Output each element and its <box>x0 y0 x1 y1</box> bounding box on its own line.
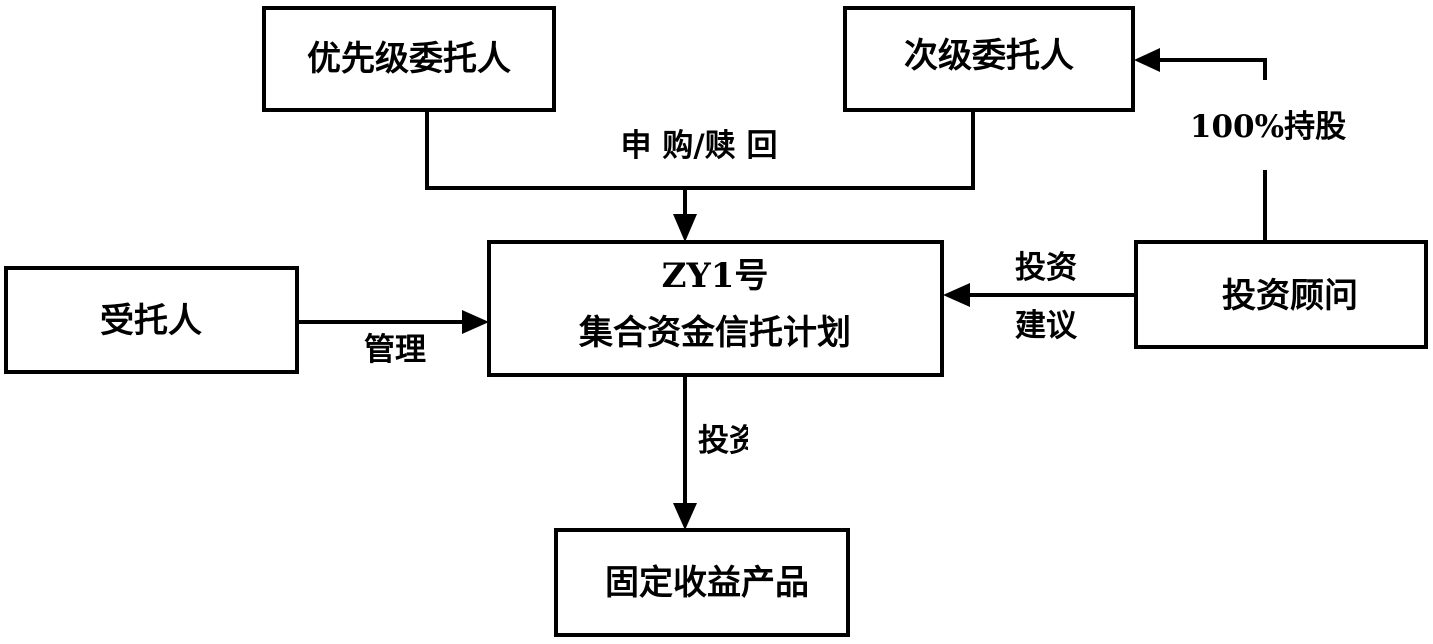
holding-connector-upper <box>1158 58 1267 80</box>
fixed-income-label: 固定收益产品 <box>605 563 809 603</box>
subscribe-connector <box>425 110 975 216</box>
node-trustee: 受托人 <box>4 266 299 374</box>
arrow-into-subordinate-trustor <box>1134 48 1160 72</box>
node-investment-advisor: 投资顾问 <box>1134 240 1428 349</box>
advisor-label: 投资顾问 <box>1222 276 1358 316</box>
advice-label-line2: 建议 <box>1015 308 1078 344</box>
connectors <box>297 58 1267 505</box>
node-fixed-income: 固定收益产品 <box>554 528 850 637</box>
plan-type-label: 集合资金信托计划 <box>578 313 851 353</box>
node-subordinate-trustor: 次级委托人 <box>843 6 1135 112</box>
node-trust-plan: ZY1号 集合资金信托计划 <box>487 240 944 377</box>
priority-trustor-label: 优先级委托人 <box>307 39 511 79</box>
holding-label: 100%持股 <box>1190 109 1346 145</box>
arrow-into-plan-left <box>462 310 489 334</box>
subscribe-redeem-label: 申 购/赎 回 <box>621 128 778 164</box>
advice-label-line1: 投资 <box>1015 250 1077 286</box>
arrowheads <box>462 48 1160 530</box>
invest-label: 投资 <box>698 423 760 459</box>
trustee-label: 受托人 <box>100 301 202 341</box>
subordinate-trustor-label: 次级委托人 <box>904 36 1074 76</box>
node-priority-trustor: 优先级委托人 <box>262 6 556 112</box>
plan-name-label: ZY1号 <box>662 256 769 296</box>
arrow-into-plan-top <box>673 214 697 242</box>
arrow-into-plan-right <box>943 283 970 307</box>
arrow-into-fixed-income <box>673 503 697 530</box>
manage-label: 管理 <box>364 332 426 368</box>
